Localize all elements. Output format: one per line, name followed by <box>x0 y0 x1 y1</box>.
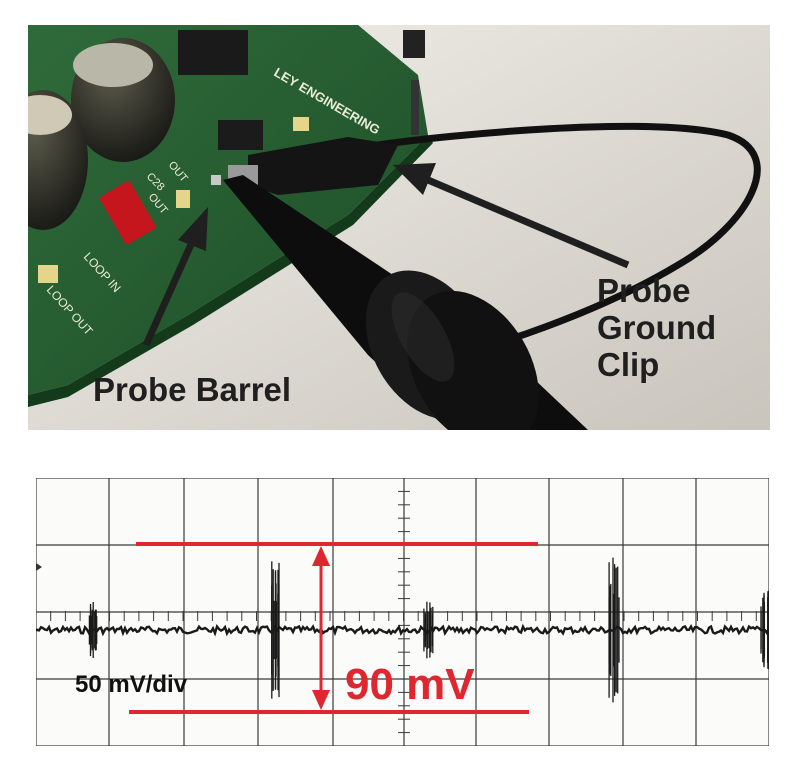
ground-cable <box>377 122 761 344</box>
measurement-arrow-up <box>312 546 330 566</box>
probe-barrel-label: Probe Barrel <box>93 371 292 408</box>
standoff-post <box>411 80 419 135</box>
pin-1 <box>176 190 190 208</box>
measurement-label: 90 mV <box>345 660 475 709</box>
noise-trace <box>36 623 769 637</box>
red-connector <box>100 181 156 245</box>
oscilloscope-trace <box>36 478 769 746</box>
standoff <box>403 30 425 58</box>
measurement-arrow-down <box>312 690 330 710</box>
test-point <box>211 175 221 185</box>
barrel-arrow <box>142 207 208 347</box>
probe-ground-clip-label: Probe Ground Clip <box>597 272 716 383</box>
pin-2 <box>293 117 309 131</box>
probe-flange-2 <box>407 290 539 430</box>
scale-label: 50 mV/div <box>75 671 188 698</box>
ground-label-line-1: Probe <box>597 272 691 309</box>
ground-label-line-3: Clip <box>597 346 660 383</box>
capacitor-1-top <box>73 43 153 87</box>
noise-spikes <box>88 557 769 703</box>
probe-photo: LEY ENGINEERING C28 OUT OUT LOOP IN LOOP… <box>28 25 770 430</box>
ground-clip-arrow <box>393 163 630 269</box>
trigger-marker <box>36 563 42 571</box>
ground-clip <box>248 137 398 195</box>
probe-photo-illustration: LEY ENGINEERING C28 OUT OUT LOOP IN LOOP… <box>28 25 770 430</box>
scope-screen <box>36 478 769 746</box>
chip <box>218 120 263 150</box>
probe-highlight <box>391 292 455 382</box>
capacitor-2-top <box>28 95 72 135</box>
ground-label-line-2: Ground <box>597 309 717 346</box>
header-connector <box>178 30 248 75</box>
pin-3 <box>38 265 58 283</box>
